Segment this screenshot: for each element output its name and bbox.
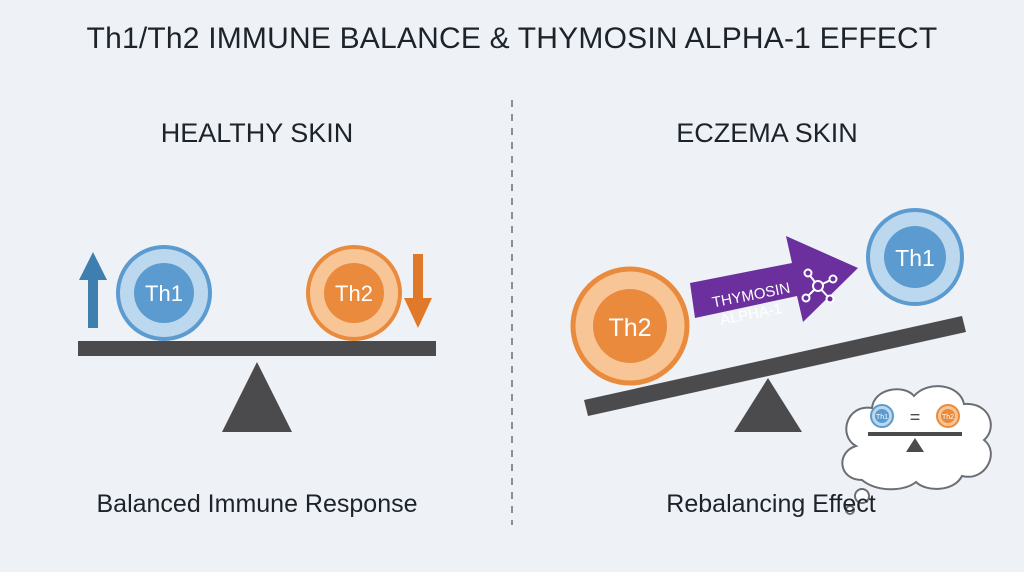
th2-cell-eczema: Th2 xyxy=(570,266,690,386)
down-arrow-icon xyxy=(404,254,432,328)
eczema-caption: Rebalancing Effect xyxy=(666,490,876,518)
healthy-caption: Balanced Immune Response xyxy=(96,490,418,518)
seesaw-beam xyxy=(78,341,436,356)
th2-cell-healthy: Th2 xyxy=(306,245,402,341)
mini-seesaw-beam xyxy=(868,432,962,436)
eczema-seesaw xyxy=(584,316,966,432)
mini-th1-label: Th1 xyxy=(876,414,888,421)
fulcrum-icon xyxy=(222,362,292,432)
th1-cell-healthy: Th1 xyxy=(116,245,212,341)
up-arrow-icon xyxy=(79,252,107,328)
thought-bubble-icon: Th1 = Th2 xyxy=(841,385,992,515)
thymosin-arrow: THYMOSIN ALPHA-1 xyxy=(690,236,858,329)
th2-label-eczema: Th2 xyxy=(608,314,651,342)
page-title: Th1/Th2 IMMUNE BALANCE & THYMOSIN ALPHA-… xyxy=(86,22,938,55)
mini-fulcrum-icon xyxy=(906,438,924,452)
fulcrum-icon xyxy=(734,378,802,432)
tilted-seesaw-beam xyxy=(584,316,966,416)
molecule-icon xyxy=(801,268,838,304)
eczema-skin-heading: ECZEMA SKIN xyxy=(676,118,858,148)
mini-th1-cell: Th1 xyxy=(870,404,894,428)
th2-label-healthy: Th2 xyxy=(335,281,373,306)
mini-th2-label: Th2 xyxy=(942,414,954,421)
th1-label-eczema: Th1 xyxy=(895,245,935,271)
th1-cell-eczema: Th1 xyxy=(866,208,964,306)
mini-equals-sign: = xyxy=(910,407,921,427)
mini-th2-cell: Th2 xyxy=(936,404,960,428)
healthy-seesaw xyxy=(78,341,436,432)
th1-label-healthy: Th1 xyxy=(145,281,183,306)
healthy-skin-heading: HEALTHY SKIN xyxy=(160,118,354,148)
